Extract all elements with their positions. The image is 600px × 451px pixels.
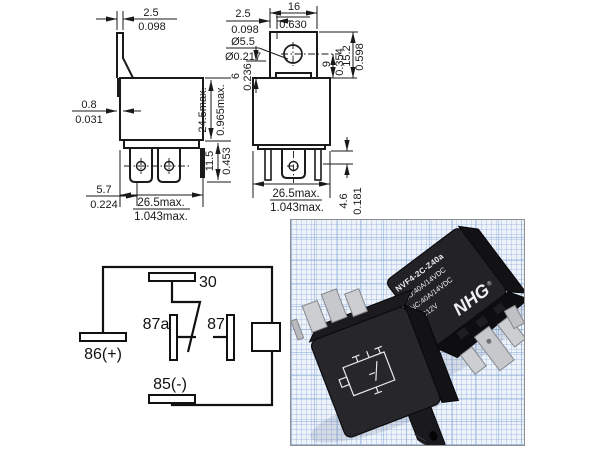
dim-side-bracket-in: 0.031 [75,114,103,126]
dim-side-tab-width-in: 0.098 [138,21,166,33]
left-relay-bracket-hole [429,430,438,441]
dim-front-hole: Ø5.5 Ø0.217 [225,36,289,63]
dim-side-pin-offset: 5.7 0.224 [86,181,138,211]
label-pin-86: 86(+) [84,346,122,363]
dim-side-tab-width: 2.5 0.098 [96,7,177,33]
switch-arm [170,281,202,353]
dim-side-pin-length: 11.5 0.453 [204,143,233,183]
left-relay-bracket-rib-2 [414,433,426,442]
front-body-outline [252,77,331,146]
circuit-schematic: 30 87a 87 86(+) 85(-) [79,265,281,407]
dim-front-step: 2.5 0.098 [226,8,293,36]
right-relay-pin-hole [486,338,492,344]
right-relay-pin-1 [459,346,487,376]
dim-front-blade: 4.6 0.181 [323,137,364,215]
dim-front-step-in: 0.098 [231,24,259,36]
left-relay-pin-4 [291,318,305,341]
side-flange [123,140,200,149]
terminal-85-bar [148,394,196,404]
terminal-30-bar [148,272,196,282]
left-relay-pin-2 [320,288,348,324]
dim-front-hole-height-in: 0.354 [334,48,346,76]
front-terminal-left [264,148,272,181]
dim-side-tab-width-mm: 2.5 [143,7,158,19]
dim-front-tab-width-in: 0.630 [279,19,307,31]
label-pin-30: 30 [199,274,217,291]
terminal-87a-bar [169,314,178,361]
dim-side-width: 26.5max. 1.043max. [119,150,204,223]
dim-side-pin-offset-in: 0.224 [90,199,118,211]
dim-front-side: 6 0.236 [230,46,266,93]
dim-front-side-in: 0.236 [242,63,254,91]
front-view-drawing: 2.5 0.098 16 0.630 Ø5.5 Ø0.217 9 0.354 [225,1,366,215]
left-relay [291,288,460,445]
dim-side-width-mm: 26.5max. [137,197,184,209]
coil-box [251,322,281,352]
side-bracket-outline [116,32,134,79]
right-relay-registered-mark: ® [486,279,494,288]
dim-front-blade-mm: 4.6 [338,193,350,208]
dim-side-pin-length-in: 0.453 [221,147,233,175]
dim-front-width: 26.5max. 1.043max. [252,151,331,214]
side-terminal-1 [129,148,153,183]
label-pin-85: 85(-) [153,376,187,393]
dim-front-tab-height: 15.2 0.598 [319,31,366,78]
terminal-86-bar [79,332,127,342]
dim-front-hole-height-mm: 9 [321,61,333,67]
right-relay-pin-4 [503,304,524,330]
label-pin-87: 87 [207,316,225,333]
wire-86-to-coil [101,265,274,333]
dim-front-width-mm: 26.5max. [272,188,319,200]
right-relay-pin-2 [473,325,515,372]
side-view-drawing: 2.5 0.098 0.8 0.031 24.5max. 0.965max. 1… [72,7,233,223]
left-relay-printed-diagram [338,345,396,397]
left-relay-pin-1 [301,299,328,333]
dim-side-height-mm: 24.5max. [197,87,209,132]
left-relay-pin-3 [344,288,368,318]
right-relay-base-vent-1 [456,327,470,340]
dim-front-tab-height-mm: 15.2 [341,45,353,66]
label-pin-87a: 87a [143,316,170,333]
dim-front-tab-width: 16 0.630 [270,1,318,31]
right-relay-base-vent-3 [492,302,506,315]
dim-front-tab-height-in: 0.598 [354,43,366,71]
product-photo: NVF4-2C-Z40a NO:40A/14VDC NC:40A/14VDC D… [290,219,525,446]
dim-front-step-mm: 2.5 [235,8,250,20]
dim-side-bracket: 0.8 0.031 [72,99,141,126]
photo-relays: NVF4-2C-Z40a NO:40A/14VDC NC:40A/14VDC D… [291,225,524,445]
right-relay-base-vent-2 [475,315,489,328]
dim-side-pin-offset-mm: 5.7 [96,184,111,196]
left-relay-bracket-rib-1 [419,440,431,445]
dim-front-hole-mm: Ø5.5 [231,36,255,48]
side-body-outline [119,77,204,141]
side-terminal-2 [157,148,181,183]
front-flange [257,145,326,150]
dim-front-side-mm: 6 [230,73,242,79]
front-terminal-right [314,148,322,181]
dim-front-tab-width-mm: 16 [288,1,300,13]
dim-front-hole-in: Ø0.217 [225,51,261,63]
dim-side-height: 24.5max. 0.965max. [197,77,231,142]
dim-front-blade-in: 0.181 [352,187,364,215]
dim-side-pin-length-mm: 11.5 [204,151,216,172]
terminal-87-bar [226,314,235,361]
dim-side-bracket-mm: 0.8 [81,99,96,111]
dim-front-width-in: 1.043max. [270,202,324,214]
dim-side-height-in: 0.965max. [215,84,227,135]
dim-side-width-in: 1.043max. [134,211,188,223]
